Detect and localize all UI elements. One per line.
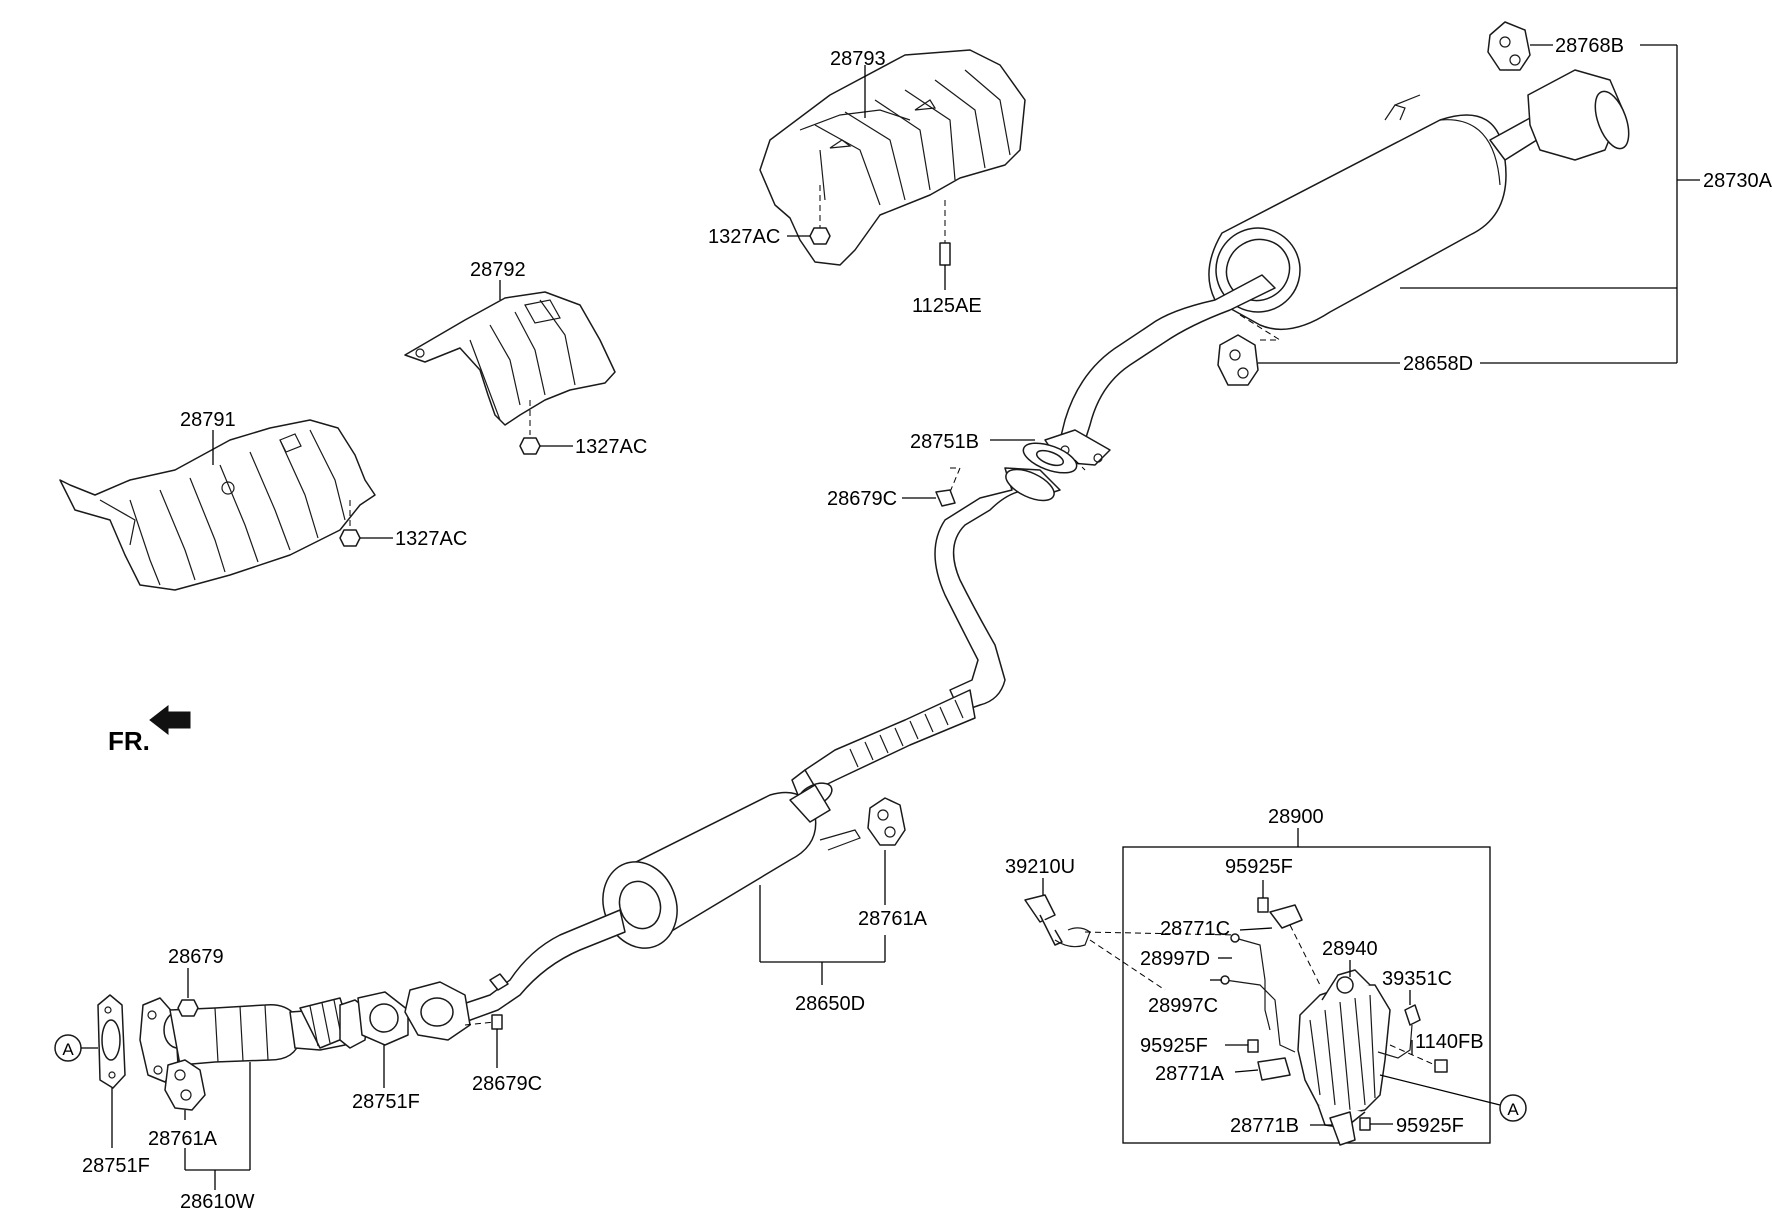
rear-muffler-28730A — [1044, 69, 1630, 466]
label-1140FB: 1140FB — [1415, 1031, 1484, 1053]
label-1327AC-mid: 1327AC — [575, 436, 647, 458]
nut-1327AC-mid — [519, 400, 573, 455]
rubber-hanger-28658D — [1217, 314, 1400, 386]
label-28768B: 28768B — [1555, 35, 1624, 57]
bolt-95925F-low — [1359, 1117, 1393, 1131]
label-28771A: 28771A — [1155, 1063, 1225, 1085]
gasket-28751B — [990, 439, 1086, 474]
label-28679: 28679 — [168, 946, 224, 968]
callout-a-left-label: A — [62, 1040, 74, 1059]
bolt-1125AE — [939, 200, 951, 290]
leader-28650D — [759, 885, 886, 985]
sensor-39351C — [1377, 990, 1421, 1059]
callout-a-left: A — [54, 1034, 98, 1062]
center-muffler-28650D — [459, 784, 861, 1023]
label-28658D: 28658D — [1403, 353, 1473, 375]
label-28679C-low: 28679C — [472, 1073, 542, 1095]
label-28997D: 28997D — [1140, 948, 1210, 970]
rubber-hanger-28761A-mid — [867, 797, 906, 905]
nut-1327AC-top — [787, 185, 831, 245]
label-28761A-mid: 28761A — [858, 908, 928, 930]
front-label: FR. — [108, 726, 150, 756]
label-28751F-mid: 28751F — [352, 1091, 420, 1113]
label-28751B: 28751B — [910, 431, 979, 453]
catalytic-converter-assembly-box — [1122, 828, 1491, 1144]
leader-28610W — [184, 1062, 251, 1190]
front-direction-indicator: FR. — [108, 704, 191, 756]
rubber-hanger-28768B — [1487, 21, 1553, 71]
nut-28679C-low — [464, 1014, 503, 1068]
nut-1327AC-left — [339, 500, 393, 547]
bolt-95925F-mid — [1225, 1039, 1259, 1053]
heat-shield-28791 — [59, 419, 376, 591]
label-28997C: 28997C — [1148, 995, 1218, 1017]
label-28771B: 28771B — [1230, 1115, 1299, 1137]
label-28679C-top: 28679C — [827, 488, 897, 510]
gasket-28751F-mid — [357, 991, 409, 1088]
label-95925F-low: 95925F — [1396, 1115, 1464, 1137]
bolt-1140FB — [1389, 1040, 1448, 1073]
center-pipe — [791, 467, 1061, 808]
label-1327AC-left: 1327AC — [395, 528, 467, 550]
callout-a-right: A — [1379, 1074, 1527, 1122]
callout-a-right-label: A — [1507, 1100, 1519, 1119]
label-39351C: 39351C — [1382, 968, 1452, 990]
sensor-28997D — [1218, 933, 1271, 1031]
bracket-28771A — [1234, 1057, 1291, 1081]
label-1327AC-top: 1327AC — [708, 226, 780, 248]
label-28791: 28791 — [180, 409, 236, 431]
bracket-28771C — [1239, 904, 1321, 986]
nut-28679C-top — [902, 467, 961, 507]
label-28940: 28940 — [1322, 938, 1378, 960]
label-28900: 28900 — [1268, 806, 1324, 828]
label-28761A-low: 28761A — [148, 1128, 218, 1150]
heat-shield-28792 — [404, 291, 616, 426]
label-1125AE: 1125AE — [912, 295, 982, 317]
bracket-28730A — [1400, 44, 1700, 364]
heat-shield-28793 — [759, 49, 1026, 266]
label-28730A: 28730A — [1703, 170, 1772, 192]
bolt-95925F-top — [1257, 880, 1269, 913]
label-28751F-left: 28751F — [82, 1155, 150, 1177]
label-28771C: 28771C — [1160, 918, 1230, 940]
catalytic-converter-28940 — [1297, 960, 1391, 1129]
sensor-28997C — [1210, 975, 1296, 1053]
label-28610W: 28610W — [180, 1191, 255, 1211]
label-28650D: 28650D — [795, 993, 865, 1015]
front-arrow-icon — [149, 704, 191, 736]
label-39210U: 39210U — [1005, 856, 1075, 878]
label-95925F-mid: 95925F — [1140, 1035, 1208, 1057]
label-95925F-top: 95925F — [1225, 856, 1293, 878]
rubber-hanger-28761A-low — [164, 1059, 206, 1120]
label-28793: 28793 — [830, 48, 886, 70]
oxygen-sensor-39210U — [1024, 878, 1236, 991]
nut-28679 — [177, 968, 199, 1017]
label-28792: 28792 — [470, 259, 526, 281]
bracket-28771B — [1310, 1111, 1356, 1146]
gasket-28751F-left — [97, 994, 126, 1148]
front-flange-center — [404, 981, 471, 1041]
